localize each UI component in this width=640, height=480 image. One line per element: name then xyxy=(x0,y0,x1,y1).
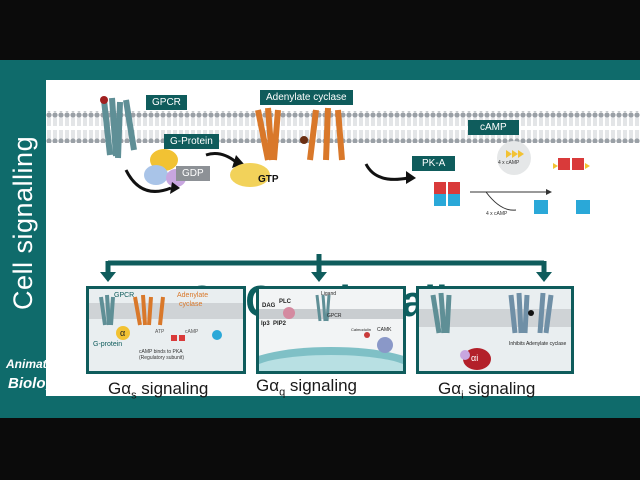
gaq-label-camk: CAMK xyxy=(377,327,392,333)
adenylate-cyclase-shape xyxy=(255,107,345,161)
pka-complex xyxy=(434,182,460,206)
gtp-protein xyxy=(230,163,270,187)
gaq-label-ligand: Ligand xyxy=(321,291,337,297)
gas-label-adenylate: Adenylate xyxy=(177,292,209,299)
gas-caption-1: cAMP binds to PKA xyxy=(139,349,183,355)
content-panel: GPCR G-Protein GDP GTP Adenylate cyclase… xyxy=(46,80,640,401)
pka-catalytic-2 xyxy=(576,200,590,214)
camp-circle xyxy=(497,141,531,175)
g-protein-beta xyxy=(144,165,168,185)
panel-gas: GPCR Adenylate cyclase α G-protein ATP c… xyxy=(86,286,246,374)
gas-label-camp: cAMP xyxy=(185,329,199,335)
label-4-camp-top: 4 x cAMP xyxy=(498,160,520,166)
gpcr-receptor-shape xyxy=(100,96,137,159)
gas-label-alpha: α xyxy=(120,328,126,338)
gas-label-atp: ATP xyxy=(155,329,165,335)
title-gai: Gαi signaling xyxy=(438,379,536,402)
pka-catalytic-1 xyxy=(534,200,548,214)
arrow-gpcr-to-g xyxy=(124,169,172,193)
gas-label-gpcr: GPCR xyxy=(114,292,135,299)
panel-gai: αi Inhibits Adenylate cyclase xyxy=(416,286,574,374)
label-pka: PK-A xyxy=(412,156,456,171)
label-gdp: GDP xyxy=(176,166,210,181)
gai-label-inhibits: Inhibits Adenylate cyclase xyxy=(509,341,567,347)
label-gpcr: GPCR xyxy=(146,95,187,110)
panel-gaq: Ligand DAG PLC Ip3 PIP2 GPCR Calmodulin … xyxy=(256,286,406,374)
arrow-gdp-gtp xyxy=(205,152,237,164)
pka-regulatory-dimer xyxy=(553,158,590,170)
gas-label-g-protein: G-protein xyxy=(93,341,123,348)
title-gaq: Gαq signaling xyxy=(256,376,358,399)
label-gtp: GTP xyxy=(258,174,279,185)
label-camp: cAMP xyxy=(468,120,519,135)
bottom-letterbox xyxy=(0,418,640,480)
logo-line2: Biology xyxy=(8,375,63,392)
gai-label-alpha-i: αi xyxy=(471,353,479,363)
gas-caption-2: (Regulatory subunit) xyxy=(139,355,185,361)
animated-biology-logo: Animated Biology xyxy=(0,355,70,400)
gaq-label-gpcr: GPCR xyxy=(327,313,342,319)
top-letterbox xyxy=(0,0,640,60)
gaq-label-pip2: PIP2 xyxy=(273,321,287,327)
gaq-label-plc: PLC xyxy=(279,299,291,305)
gas-label-cyclase: cyclase xyxy=(179,301,203,308)
gaq-label-dag: DAG xyxy=(262,303,276,309)
logo-line1: Animated xyxy=(6,357,61,371)
title-gas: Gαs signaling xyxy=(108,379,209,402)
gaq-label-ip3: Ip3 xyxy=(261,321,270,327)
side-title: Cell signalling xyxy=(8,135,38,310)
gaq-label-calmodulin: Calmodulin xyxy=(351,327,372,332)
label-adenylate-cyclase: Adenylate cyclase xyxy=(260,90,353,105)
label-4-camp-bottom: 4 x cAMP xyxy=(486,211,508,217)
label-g-protein: G-Protein xyxy=(164,134,219,149)
